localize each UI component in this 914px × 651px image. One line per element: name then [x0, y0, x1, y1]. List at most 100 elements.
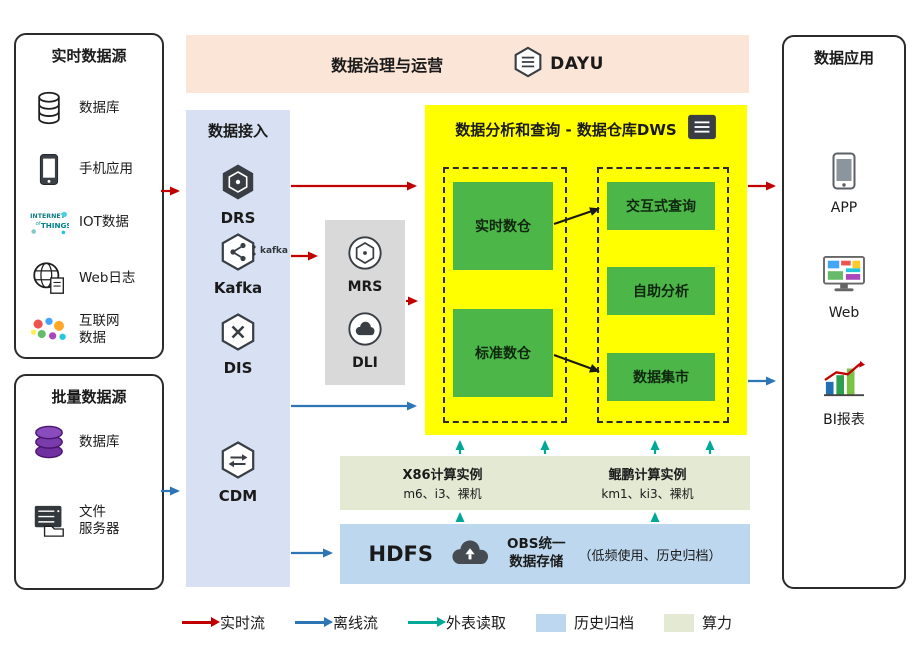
- dli-icon: [346, 310, 384, 352]
- dws-query-group: [597, 167, 729, 423]
- app-label: Web: [828, 305, 860, 321]
- file-server-icon: [28, 504, 70, 538]
- source-label: 数据库: [79, 99, 120, 116]
- source-item-file-server: 文件 服务器: [28, 504, 158, 538]
- dayu-hexagon-icon: [513, 46, 543, 83]
- drs-icon: [218, 162, 258, 206]
- cdm-icon: [218, 440, 258, 484]
- source-label: 文件 服务器: [79, 504, 120, 537]
- module-standard-warehouse: 标准数仓: [453, 309, 553, 397]
- app-label: BI报表: [823, 412, 865, 428]
- governance-title: 数据治理与运营: [331, 56, 444, 75]
- service-label: CDM: [218, 487, 258, 505]
- dis-icon: [218, 312, 258, 356]
- obs-note: （低频使用、历史归档）: [578, 548, 722, 564]
- service-label: DRS: [220, 209, 256, 227]
- app-label: APP: [830, 200, 858, 216]
- dws-panel: 数据分析和查询 - 数据仓库DWS 实时数仓 标准数仓 交互式查询 自助分析 数…: [425, 105, 747, 435]
- source-item-database: 数据库: [28, 91, 158, 125]
- dayu-logo-text: DAYU: [550, 54, 604, 74]
- compute-kunpeng-title: 鲲鹏计算实例: [608, 468, 687, 483]
- app-item-bi: BI报表: [784, 359, 904, 429]
- app-item-web: Web: [784, 255, 904, 321]
- legend: 实时流 离线流 外表读取 历史归档 算力: [0, 612, 914, 633]
- compute-bar: X86计算实例 m6、i3、裸机 鲲鹏计算实例 km1、ki3、裸机: [340, 456, 750, 510]
- kafka-badge: kafka: [250, 245, 288, 256]
- service-kafka: Kafka kafka: [186, 232, 290, 297]
- hdfs-label: HDFS: [368, 542, 433, 566]
- source-item-internet-data: 互联网 数据: [28, 313, 158, 347]
- service-label: DLI: [352, 355, 378, 371]
- batch-sources-title: 批量数据源: [51, 388, 127, 406]
- kafka-badge-text: kafka: [259, 245, 288, 256]
- source-label: Web日志: [79, 269, 136, 286]
- governance-bar: 数据治理与运营 DAYU: [186, 35, 749, 93]
- dws-title: 数据分析和查询 - 数据仓库DWS: [455, 120, 677, 139]
- legend-label: 算力: [702, 614, 733, 632]
- obs-label: OBS统一 数据存储: [506, 536, 566, 570]
- phone-icon: [28, 153, 70, 186]
- realtime-sources-panel: 实时数据源 数据库 手机应用: [14, 33, 164, 359]
- dayu-logo: DAYU: [513, 46, 604, 83]
- ingestion-title: 数据接入: [207, 122, 268, 140]
- web-log-icon: [28, 261, 70, 295]
- iot-icon: INTERNET of THINGS: [28, 209, 70, 236]
- module-self-service-analysis: 自助分析: [607, 267, 715, 315]
- applications-panel: 数据应用 APP: [782, 35, 906, 589]
- service-drs: DRS: [186, 162, 290, 227]
- legend-external-read: 外表读取: [407, 612, 506, 633]
- storage-bar: HDFS OBS统一 数据存储 （低频使用、历史归档）: [340, 524, 750, 584]
- app-phone-icon: [832, 152, 856, 194]
- source-item-mobile-app: 手机应用: [28, 153, 158, 186]
- module-data-mart: 数据集市: [607, 353, 715, 401]
- compute-kunpeng: 鲲鹏计算实例 km1、ki3、裸机: [545, 456, 750, 510]
- svg-text:THINGS: THINGS: [41, 221, 69, 230]
- source-item-web-log: Web日志: [28, 261, 158, 295]
- module-realtime-warehouse: 实时数仓: [453, 182, 553, 270]
- svg-text:of: of: [36, 221, 41, 227]
- source-label: 互联网 数据: [79, 313, 120, 346]
- compute-x86-spec: m6、i3、裸机: [403, 487, 482, 501]
- batch-sources-panel: 批量数据源 数据库: [14, 374, 164, 590]
- archive-swatch-icon: [536, 613, 566, 632]
- web-browser-icon: [821, 255, 867, 299]
- dws-report-icon: [687, 114, 717, 144]
- realtime-sources-title: 实时数据源: [51, 47, 127, 65]
- service-label: Kafka: [213, 279, 263, 297]
- legend-label: 外表读取: [445, 614, 506, 632]
- legend-offline-flow: 离线流: [294, 612, 378, 633]
- database-icon: [28, 91, 70, 125]
- bi-report-icon: [821, 359, 867, 403]
- service-mrs: MRS: [325, 234, 405, 295]
- dws-warehouse-group: [443, 167, 567, 423]
- svg-text:INTERNET: INTERNET: [30, 213, 66, 220]
- compute-kunpeng-spec: km1、ki3、裸机: [601, 487, 694, 501]
- legend-label: 历史归档: [574, 614, 635, 632]
- mrs-icon: [346, 234, 384, 276]
- service-cdm: CDM: [186, 440, 290, 505]
- service-dli: DLI: [325, 310, 405, 371]
- service-label: MRS: [347, 279, 383, 295]
- source-label: 数据库: [79, 433, 120, 450]
- service-label: DIS: [223, 359, 253, 377]
- compute-x86-title: X86计算实例: [402, 468, 483, 483]
- dws-header: 数据分析和查询 - 数据仓库DWS: [425, 114, 747, 144]
- database-stack-icon: [28, 424, 70, 460]
- legend-realtime-flow: 实时流: [181, 612, 265, 633]
- ingestion-panel: 数据接入 DRS K: [186, 110, 290, 587]
- offline-arrow-icon: [294, 616, 333, 629]
- realtime-arrow-icon: [181, 616, 220, 629]
- applications-title: 数据应用: [813, 49, 874, 67]
- source-item-iot: INTERNET of THINGS IOT数据: [28, 209, 158, 236]
- source-label: 手机应用: [79, 161, 133, 178]
- legend-label: 离线流: [332, 614, 378, 632]
- external-read-arrow-icon: [407, 616, 446, 629]
- internet-data-icon: [28, 315, 70, 344]
- service-dis: DIS: [186, 312, 290, 377]
- legend-label: 实时流: [219, 614, 265, 632]
- kafka-icon: [218, 232, 258, 276]
- obs-cloud-icon: [446, 537, 494, 571]
- legend-history-archive: 历史归档: [536, 612, 634, 633]
- compute-x86: X86计算实例 m6、i3、裸机: [340, 456, 545, 510]
